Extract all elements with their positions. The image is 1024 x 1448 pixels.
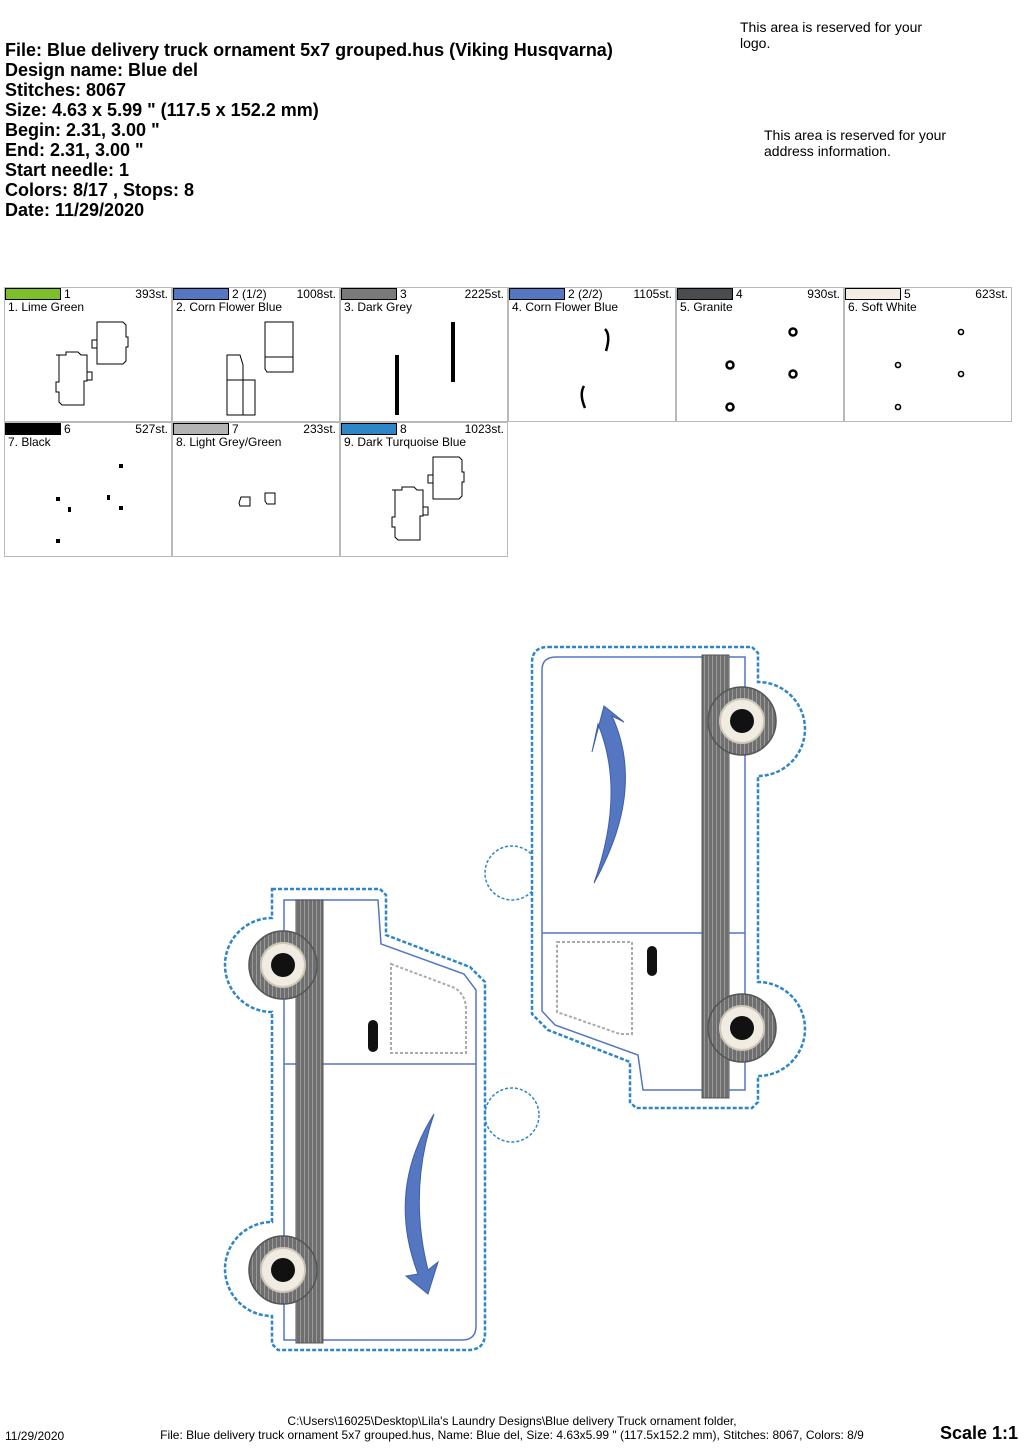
color-stop-stitches: 1008st. bbox=[296, 287, 336, 301]
start-needle: Start needle: 1 bbox=[5, 160, 130, 180]
scale-label: Scale 1:1 bbox=[939, 1423, 1018, 1443]
color-stop-cell: 2 (1/2) 1008st. 2. Corn Flower Blue bbox=[172, 287, 340, 422]
color-stop-name: 2. Corn Flower Blue bbox=[176, 300, 283, 314]
wheel-bottom bbox=[707, 993, 777, 1063]
end-point: End: 2.31, 3.00 " bbox=[5, 140, 144, 160]
truck-doors-icon bbox=[226, 321, 294, 416]
color-swatch bbox=[341, 288, 397, 300]
blue-body-outline bbox=[283, 899, 477, 1341]
color-stop-stitches: 233st. bbox=[303, 422, 336, 436]
windows-icon bbox=[238, 492, 276, 507]
window-lower-truck bbox=[390, 962, 467, 1054]
design-info: File: Blue delivery truck ornament 5x7 g… bbox=[5, 40, 613, 220]
color-stop-name: 9. Dark Turquoise Blue bbox=[344, 435, 467, 449]
color-stop-cell: 6 527st. 7. Black bbox=[4, 422, 172, 557]
color-swatch bbox=[677, 288, 733, 300]
wheel-top bbox=[707, 686, 777, 756]
color-stop-name: 8. Light Grey/Green bbox=[176, 435, 282, 449]
color-swatch bbox=[5, 423, 61, 435]
trucks-outline-icon bbox=[55, 321, 129, 406]
address-placeholder: This area is reserved for your address i… bbox=[764, 127, 947, 159]
color-stop-cell: 3 2225st. 3. Dark Grey bbox=[340, 287, 508, 422]
door-handle bbox=[647, 946, 657, 976]
arrow-curves-icon bbox=[580, 328, 610, 409]
color-swatch bbox=[173, 423, 229, 435]
design-date: Date: 11/29/2020 bbox=[5, 200, 145, 220]
wheel-bottom bbox=[248, 1235, 318, 1305]
color-swatch bbox=[173, 288, 229, 300]
color-swatch bbox=[845, 288, 901, 300]
color-stop-name: 1. Lime Green bbox=[8, 300, 85, 314]
window-upper-truck bbox=[556, 941, 633, 1035]
color-stop-stitches: 930st. bbox=[807, 287, 840, 301]
trucks-outline-icon bbox=[391, 456, 465, 541]
color-stop-name: 3. Dark Grey bbox=[344, 300, 413, 314]
logo-placeholder: This area is reserved for your logo. bbox=[740, 19, 923, 51]
color-stop-number: 3 bbox=[400, 287, 407, 301]
color-stop-cell: 4 930st. 5. Granite bbox=[676, 287, 844, 422]
design-name: Design name: Blue del bbox=[5, 60, 199, 80]
file-name: File: Blue delivery truck ornament 5x7 g… bbox=[5, 40, 613, 60]
color-stop-number: 4 bbox=[736, 287, 743, 301]
color-stop-stitches: 1105st. bbox=[633, 287, 672, 301]
color-stop-number: 6 bbox=[64, 422, 71, 436]
wheel-dots-icon bbox=[894, 328, 965, 411]
color-swatch bbox=[5, 288, 61, 300]
design-preview bbox=[223, 645, 807, 1352]
color-stop-name: 7. Black bbox=[8, 435, 51, 449]
footer-path: C:\Users\16025\Desktop\Lila's Laundry De… bbox=[287, 1414, 737, 1428]
footer-info: C:\Users\16025\Desktop\Lila's Laundry De… bbox=[0, 1414, 1024, 1442]
turquoise-outline bbox=[530, 645, 807, 1110]
door-handle bbox=[368, 1020, 378, 1052]
color-stop-number: 2 (2/2) bbox=[568, 287, 603, 301]
black-dots-icon bbox=[56, 464, 123, 543]
color-stop-cell: 1 393st. 1. Lime Green bbox=[4, 287, 172, 422]
curved-arrow bbox=[591, 705, 626, 884]
begin-point: Begin: 2.31, 3.00 " bbox=[5, 120, 160, 140]
color-stop-cell: 7 233st. 8. Light Grey/Green bbox=[172, 422, 340, 557]
design-size: Size: 4.63 x 5.99 " (117.5 x 152.2 mm) bbox=[5, 100, 319, 120]
color-stop-name: 4. Corn Flower Blue bbox=[512, 300, 619, 314]
color-stop-stitches: 623st. bbox=[975, 287, 1008, 301]
truck-upper-right bbox=[484, 645, 807, 1110]
hanging-loop bbox=[484, 1087, 540, 1143]
color-stop-stitches: 2225st. bbox=[464, 287, 504, 301]
color-stop-number: 2 (1/2) bbox=[232, 287, 267, 301]
truck-lower-left bbox=[223, 887, 540, 1352]
color-stop-cell: 2 (2/2) 1105st. 4. Corn Flower Blue bbox=[508, 287, 676, 422]
stitch-count: Stitches: 8067 bbox=[5, 80, 127, 100]
curved-arrow bbox=[404, 1113, 439, 1295]
footer-file-info: File: Blue delivery truck ornament 5x7 g… bbox=[160, 1428, 864, 1442]
blue-body-outline bbox=[541, 656, 746, 1091]
wheel-top bbox=[248, 930, 318, 1000]
color-stop-number: 8 bbox=[400, 422, 407, 436]
color-stop-name: 5. Granite bbox=[680, 300, 733, 314]
color-stop-name: 6. Soft White bbox=[848, 300, 917, 314]
color-stop-cell: 8 1023st. 9. Dark Turquoise Blue bbox=[340, 422, 508, 557]
wheel-rings-icon bbox=[725, 327, 798, 412]
color-stop-number: 5 bbox=[904, 287, 911, 301]
color-stop-stitches: 1023st. bbox=[464, 422, 504, 436]
footer-date: 11/29/2020 bbox=[5, 1429, 65, 1443]
color-swatch bbox=[341, 423, 397, 435]
color-stop-cell: 5 623st. 6. Soft White bbox=[844, 287, 1012, 422]
color-swatch bbox=[509, 288, 565, 300]
color-stop-number: 7 bbox=[232, 422, 239, 436]
colors-stops: Colors: 8/17 , Stops: 8 bbox=[5, 180, 195, 200]
bumper-bars-icon bbox=[395, 322, 455, 415]
color-stop-number: 1 bbox=[64, 287, 71, 301]
color-stop-stitches: 527st. bbox=[135, 422, 168, 436]
color-stop-stitches: 393st. bbox=[135, 287, 168, 301]
